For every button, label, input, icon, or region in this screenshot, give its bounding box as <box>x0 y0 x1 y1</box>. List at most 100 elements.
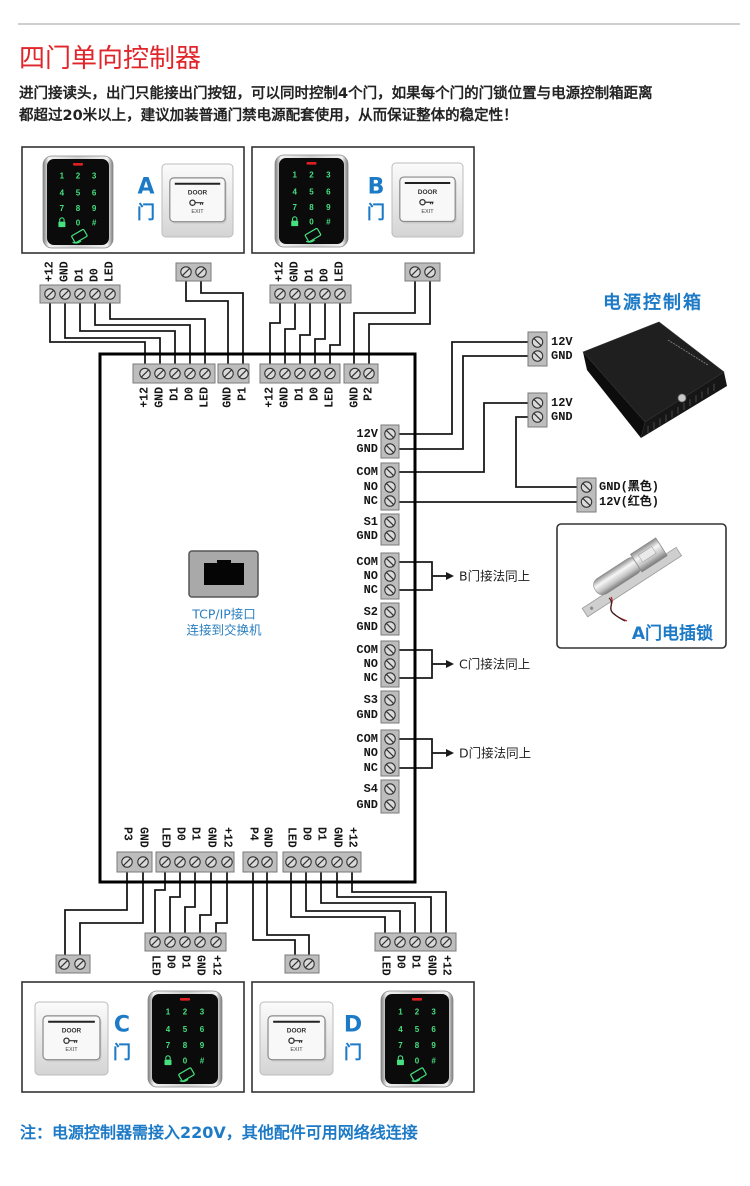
wire <box>185 281 229 364</box>
controller-terminal-label: P2 <box>363 387 376 401</box>
screw-icon <box>384 516 396 528</box>
screw-icon <box>384 762 396 774</box>
door-letter: B <box>368 175 385 200</box>
ethernet-port-icon <box>188 550 259 598</box>
reader-a-terminal-label: D1 <box>74 268 87 282</box>
screw-icon <box>174 856 186 868</box>
power-terminal-label: 12V <box>551 335 573 349</box>
screw-icon <box>309 367 321 380</box>
footer-note: 注：电源控制器需接入220V，其他配件可用网络线连接 <box>20 1123 418 1142</box>
screw-icon <box>247 856 259 868</box>
card-swipe-icon <box>304 227 322 243</box>
screw-icon <box>384 606 396 618</box>
controller-right-block <box>380 552 400 600</box>
reader-c-terminal-label: D0 <box>164 955 177 969</box>
controller-terminal-label: D0 <box>300 827 313 841</box>
screw-icon <box>384 495 396 507</box>
screw-icon <box>531 397 544 409</box>
keypad-key: 0 <box>415 1057 420 1066</box>
terminal-blocks <box>39 262 597 974</box>
controller-terminal-label: LED <box>199 387 212 408</box>
reader-b-terminal-label: +12 <box>274 261 287 282</box>
screw-icon <box>580 496 593 508</box>
controller-right-block <box>380 779 400 814</box>
screw-icon <box>424 266 436 278</box>
keypad-key: 1 <box>60 172 65 181</box>
screw-icon <box>89 288 101 300</box>
screw-icon <box>179 936 191 948</box>
keypad-key: 7 <box>398 1041 403 1050</box>
screw-icon <box>319 288 331 300</box>
screw-icon <box>315 856 327 868</box>
lock-terminal-label: GND(黑色) <box>599 478 659 494</box>
arrow-right-icon <box>446 572 454 580</box>
controller-terminal-label: D0 <box>184 387 197 401</box>
card-swipe-icon <box>71 228 88 244</box>
controller-terminal-label: +12 <box>264 387 277 408</box>
lock-black-wire <box>608 597 626 622</box>
reader-b-terminal-label: LED <box>334 261 347 282</box>
keypad-key: 8 <box>76 204 81 213</box>
network-port-label: TCP/IP接口 <box>191 607 256 622</box>
wire <box>94 303 191 364</box>
wire <box>252 872 296 955</box>
exit-d-terminal-block <box>284 954 320 974</box>
keypad-key: 6 <box>326 187 331 196</box>
keypad-key: 6 <box>200 1025 205 1034</box>
controller-right-terminal-label: COM <box>356 555 378 569</box>
screw-icon <box>210 936 222 948</box>
controller-exit-c-block <box>116 851 153 873</box>
exit-exit-text: EXIT <box>290 1047 303 1053</box>
controller-terminal-label: GND <box>279 387 292 408</box>
reader-c-terminal-label: GND <box>194 955 207 976</box>
wire <box>368 281 431 364</box>
keypad-key: 9 <box>200 1041 205 1050</box>
door-suffix: 门 <box>113 1042 131 1064</box>
controller-right-block <box>380 424 400 459</box>
screw-icon <box>384 694 396 706</box>
screw-icon <box>384 584 396 596</box>
screw-icon <box>580 481 593 493</box>
controller-reader-a-block <box>132 363 216 384</box>
keypad-key: 2 <box>183 1008 188 1017</box>
reader-c-terminal-block <box>144 932 227 952</box>
screw-icon <box>149 936 161 948</box>
screw-icon <box>59 288 71 300</box>
controller-right-terminal-label: NO <box>364 569 378 583</box>
controller-terminal-label: GND <box>331 827 344 848</box>
screw-icon <box>384 428 396 440</box>
screw-icon <box>74 288 86 300</box>
keypad-key: 4 <box>60 188 65 197</box>
screw-icon <box>261 856 273 868</box>
keypad-key: 3 <box>326 171 331 180</box>
exit-button-face <box>169 177 226 223</box>
screw-icon <box>384 530 396 542</box>
power-terminal-label: GND <box>551 349 573 363</box>
keypad-key: 1 <box>292 171 297 180</box>
controller-right-block <box>380 602 400 636</box>
screw-icon <box>384 556 396 568</box>
keypad-key: 4 <box>292 187 297 196</box>
screw-icon <box>294 367 306 380</box>
reader-b-terminal-label: D1 <box>304 268 317 282</box>
key-icon <box>419 198 434 206</box>
reader-a-terminal-label: LED <box>104 261 117 282</box>
exit-b-terminal-block <box>404 262 441 282</box>
status-led-icon <box>73 163 83 166</box>
screw-icon <box>199 367 211 380</box>
lock-icon <box>164 1055 172 1066</box>
power-terminal-label: 12V <box>551 396 573 410</box>
screw-icon <box>169 367 181 380</box>
controller-terminal-label: D1 <box>294 387 307 401</box>
relay-note: D门接法同上 <box>459 746 531 761</box>
key-icon <box>63 1037 78 1044</box>
keypad-key: 7 <box>292 203 297 212</box>
controller-terminal-label: P1 <box>237 387 250 401</box>
reader-c-terminal-label: +12 <box>210 955 223 976</box>
door-suffix: 门 <box>367 202 385 224</box>
